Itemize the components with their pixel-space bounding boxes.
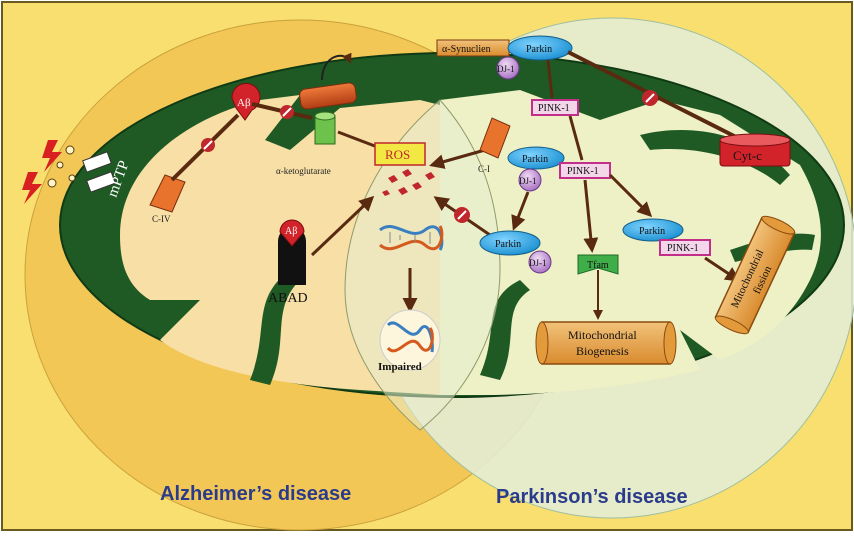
parkin-pink1-link — [546, 59, 554, 99]
parkin-low-label: Parkin — [495, 239, 521, 250]
inhibit-icon — [201, 138, 215, 152]
abad-ros-link — [310, 195, 375, 257]
c-iv-label: C-IV — [152, 214, 171, 224]
pore-block — [82, 151, 112, 173]
pink1-mid-label: PINK-1 — [567, 166, 599, 177]
ros-particles — [382, 169, 435, 196]
inhibit-icon — [280, 105, 294, 119]
pink1-top-label: PINK-1 — [538, 103, 570, 114]
mid-parkin-low-arrow — [511, 191, 530, 231]
pink1-top — [531, 99, 579, 116]
abeta-top: Aβ — [231, 82, 261, 121]
dna-helix-healthy — [379, 225, 444, 251]
ion-dot — [68, 174, 76, 182]
alpha-ketoglutarate-enzyme — [314, 111, 336, 145]
ion-dot — [47, 178, 57, 188]
abad-label: ABAD — [268, 291, 308, 306]
parkin-mid-label: Parkin — [522, 154, 548, 165]
parkinson-caption: Parkinson’s disease — [496, 486, 688, 508]
cyt-c-cylinder — [719, 133, 791, 167]
pore-block — [86, 171, 116, 193]
cristae-fold — [480, 280, 530, 380]
c-i-label: C-I — [478, 164, 490, 174]
membrane-cylinder — [299, 82, 357, 110]
mito-biogenesis-scroll — [535, 321, 677, 365]
pink1-top-mid-link — [568, 115, 584, 161]
pink1-mid — [559, 162, 611, 179]
ion-dot — [65, 145, 75, 155]
c-iv-complex — [149, 174, 186, 213]
parkin-top — [507, 35, 573, 61]
pink1-fission-arrow — [704, 256, 741, 282]
pink1-right — [659, 239, 711, 256]
mid-tfam-arrow — [583, 179, 599, 253]
inhibit-icon — [454, 207, 470, 223]
ion-dot — [56, 161, 64, 169]
tfam-flag — [577, 254, 619, 320]
ros-label: ROS — [385, 147, 410, 162]
ci-ros-link — [429, 148, 486, 169]
lightning-icon — [42, 140, 62, 172]
abad-complex: Aβ — [278, 219, 306, 285]
mito-biogenesis-line1: Mitochondrial — [568, 328, 637, 342]
akg-ros-link — [337, 130, 381, 150]
alpha-synuclein-label: α-Synuclien — [442, 44, 491, 55]
parkin-right — [622, 218, 684, 242]
dj1-top — [496, 56, 520, 80]
dj1-low-label: DJ-1 — [529, 258, 547, 268]
parkin-low — [479, 230, 541, 256]
lightning-icon — [22, 172, 42, 204]
abeta-top-label: Aβ — [237, 97, 251, 109]
parkin-right-label: Parkin — [639, 226, 665, 237]
ros-box — [374, 142, 426, 166]
dj1-low — [528, 250, 552, 274]
cristae-fold — [640, 129, 790, 185]
mito-biogenesis-line2: Biogenesis — [576, 344, 629, 358]
alpha-ketoglutarate-label: α-ketoglutarate — [276, 166, 331, 176]
cyt-c-label: Cyt-c — [733, 148, 762, 163]
parkin-top-label: Parkin — [526, 44, 552, 55]
cristae-fold — [250, 270, 300, 385]
pink1-right-label: PINK-1 — [667, 243, 699, 254]
mito-fission-scroll: Mitochondrial fission — [714, 215, 796, 335]
parkin-mid — [507, 146, 565, 170]
impaired-label: Impaired — [378, 361, 422, 373]
mid-fission-arrow — [608, 173, 653, 218]
tfam-label: Tfam — [587, 260, 609, 271]
dj1-mid — [518, 168, 542, 192]
dj1-mid-label: DJ-1 — [519, 176, 537, 186]
alzheimer-caption: Alzheimer’s disease — [160, 483, 351, 505]
dj1-top-label: DJ-1 — [497, 64, 515, 74]
inhibit-icon — [642, 90, 658, 106]
abeta-abad-label: Aβ — [285, 226, 297, 237]
dna-helix-impaired — [379, 309, 441, 371]
curved-arrow-icon — [321, 52, 352, 81]
c-i-complex — [479, 117, 511, 159]
